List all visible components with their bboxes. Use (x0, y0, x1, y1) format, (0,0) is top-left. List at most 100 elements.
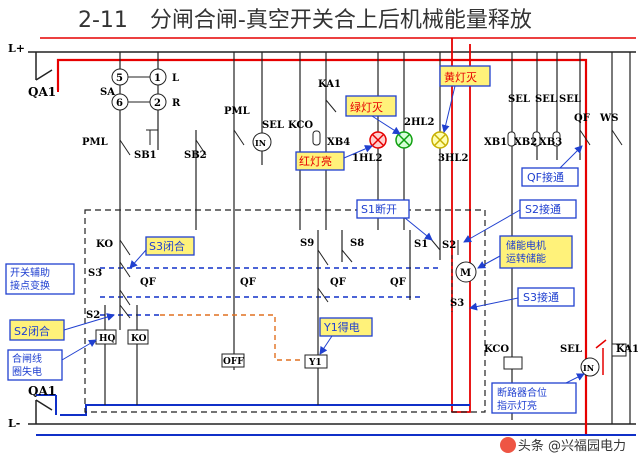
s3b-label: S3 (450, 298, 464, 309)
qa1-top: QA1 (28, 60, 59, 99)
ko-label: KO (96, 239, 113, 250)
callout-coil (7, 349, 63, 381)
storage-motor (455, 261, 477, 283)
terminal-5-label: 5 (116, 73, 123, 84)
sb2-label: SB2 (184, 150, 207, 161)
terminal-6 (111, 93, 129, 111)
callout-s3-close-text: S3闭合 (149, 239, 185, 253)
qf3-label: QF (330, 277, 346, 288)
xb2-label: XB2 (514, 137, 537, 148)
callout-coil-text: 合闸线圈失电 (12, 352, 42, 378)
callout-yellow-off (439, 65, 491, 87)
indicator-branch: IN SEL KCO KA1 XB4 (252, 52, 350, 230)
callout-green-off-text: 绿灯灭 (350, 100, 383, 114)
sel-1-label: SEL (262, 120, 284, 131)
callout-qf-on (521, 167, 579, 187)
callout-y1-power-text: Y1得电 (323, 321, 360, 334)
callout-s2-close-text: S2闭合 (14, 324, 50, 338)
xb1-label: XB1 (484, 137, 507, 148)
pml-top-label: PML (224, 106, 250, 117)
callout-red-on (295, 151, 345, 171)
xb4-label: XB4 (327, 137, 350, 148)
terminal-1 (149, 68, 167, 86)
terminal-5 (111, 68, 129, 86)
bottom-right-branch: KCO IN SEL KA1 (484, 339, 639, 377)
selector-r-label: R (172, 98, 181, 109)
blue-current-path (60, 404, 470, 416)
xb2-link (532, 131, 541, 147)
sel-3-label: SEL (535, 94, 557, 105)
s2b-label: S2 (442, 240, 456, 251)
mechanism-contents: KO S3 QF S2 HQ KO QF OFF S9 S8 QF (86, 230, 477, 405)
ka1-top-label: KA1 (318, 79, 341, 90)
in-meter-2-label: IN (583, 363, 594, 373)
callout-motor-store (499, 235, 573, 269)
xb3-link (552, 131, 561, 147)
kco-top-label: KCO (288, 120, 313, 131)
close-branch: PML SB1 PML SB2 (82, 52, 250, 370)
s1-label: S1 (414, 239, 428, 250)
sb1-label: SB1 (134, 150, 157, 161)
callout-aux-text: 开关辅助接点变换 (10, 266, 50, 292)
callouts: 绿灯灭 黄灯灭 红灯亮 S1断开 S3闭合 开关辅助接点变换 S2闭合 (5, 65, 585, 414)
callout-qf-on-text: QF接通 (527, 171, 564, 184)
sel-bottom-label: SEL (560, 344, 582, 355)
qf-right-label: QF (574, 113, 590, 124)
callout-y1-power (319, 317, 373, 337)
pml-left-label: PML (82, 137, 108, 148)
ko-box-label: KO (131, 334, 147, 344)
terminal-2-label: 2 (154, 98, 161, 109)
terminal-6-label: 6 (116, 98, 123, 109)
callout-s2-on-text: S2接通 (525, 203, 561, 216)
xb4-link (312, 130, 321, 146)
s8-label: S8 (350, 238, 364, 249)
motor-label: M (460, 268, 471, 279)
callout-indicator (491, 382, 577, 414)
callout-s1-open (356, 199, 410, 219)
kco-bottom-label: KCO (484, 344, 509, 355)
terminal-1-label: 1 (154, 73, 161, 84)
hq-label: HQ (99, 334, 116, 344)
terminal-2 (149, 93, 167, 111)
callout-s2-close (9, 319, 65, 341)
qf4-label: QF (390, 277, 406, 288)
qf2-label: QF (240, 277, 256, 288)
qa1-top-label: QA1 (28, 85, 56, 99)
qa1-bottom-label: QA1 (28, 384, 56, 398)
callout-yellow-off-text: 黄灯灭 (444, 70, 477, 84)
negative-rail-label: L- (8, 417, 20, 430)
off-label: OFF (223, 357, 244, 367)
watermark-logo-icon (499, 437, 516, 453)
selector-l-label: L (172, 73, 179, 84)
hl3-label: 3HL2 (438, 153, 468, 164)
callout-motor-store-text: 储能电机运转储能 (506, 239, 546, 265)
in-meter-1-label: IN (255, 138, 266, 148)
callout-green-off (345, 95, 397, 117)
off-coil (221, 353, 245, 368)
storage-branch: SEL SEL SEL QF WS XB1 XB2 XB3 (484, 52, 631, 424)
s9-label: S9 (300, 238, 314, 249)
sel-4-label: SEL (559, 94, 581, 105)
watermark: 头条 @兴福园电力 (499, 435, 626, 454)
hl2-label: 2HL2 (404, 117, 434, 128)
ka1-bottom-label: KA1 (616, 344, 639, 355)
callout-s1-open-text: S1断开 (361, 202, 397, 216)
s2-label: S2 (86, 310, 100, 321)
selector-sa-label: SA (100, 87, 115, 98)
ws-label: WS (599, 113, 618, 124)
in-meter-1 (252, 132, 272, 152)
mechanism-box (84, 209, 486, 413)
callout-s2-on (519, 199, 577, 219)
hq-coil (95, 329, 117, 345)
y1-label: Y1 (308, 358, 322, 368)
ka1-coil (611, 343, 627, 357)
hl1-label: 1HL2 (352, 153, 382, 164)
xb1-link (507, 131, 516, 147)
callout-red-on-text: 红灯亮 (299, 154, 332, 168)
callout-s3-close (145, 236, 195, 256)
qa1-bottom: QA1 (28, 384, 56, 411)
ko-coil (127, 329, 149, 345)
callout-s3-on (517, 287, 575, 307)
selector-sa: 5 1 6 2 SA L R (100, 52, 181, 150)
